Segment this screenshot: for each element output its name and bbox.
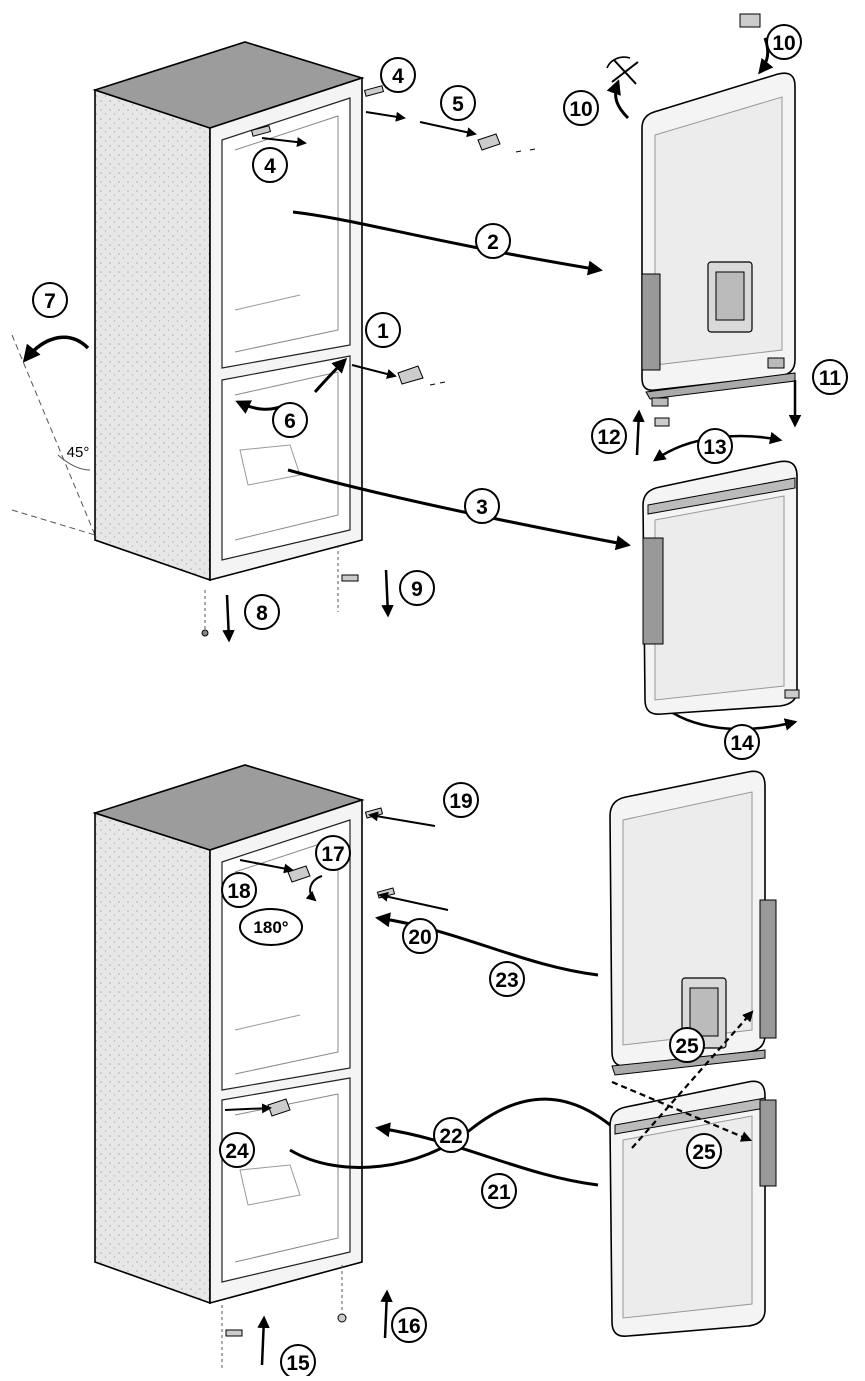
step-6-label: 6 — [284, 410, 296, 433]
lower-door-removed — [642, 460, 800, 716]
step-21-label: 21 — [487, 1181, 511, 1204]
step-18-label: 18 — [227, 880, 251, 903]
step-25a-label: 25 — [675, 1035, 699, 1058]
step-17-label: 17 — [321, 843, 344, 866]
step-9-label: 9 — [411, 578, 423, 601]
step-4b-label: 4 — [264, 155, 276, 178]
step-19-label: 19 — [449, 790, 472, 813]
step-3-label: 3 — [476, 496, 488, 519]
step-24-label: 24 — [225, 1140, 249, 1163]
step-1-label: 1 — [377, 320, 389, 343]
step-badges — [32, 24, 848, 1380]
angle-label: 45° — [67, 444, 90, 461]
step-7-label: 7 — [44, 290, 56, 313]
step-16-label: 16 — [397, 1315, 420, 1338]
step-13-label: 13 — [703, 436, 726, 459]
step-15-label: 15 — [286, 1352, 310, 1375]
rotation-label: 180° — [253, 918, 288, 937]
step-10b-label: 10 — [772, 32, 795, 55]
lower-door-reinstall — [609, 1080, 777, 1338]
arrows-bottom-right — [611, 1010, 754, 1149]
step-labels: 1 2 3 4 4 5 6 7 8 9 10 10 11 12 13 14 15… — [44, 32, 841, 1375]
upper-door-reinstall — [609, 770, 777, 1076]
arrows-top — [22, 111, 631, 643]
step-11-label: 11 — [819, 367, 842, 390]
step-4a-label: 4 — [392, 65, 404, 88]
fridge-body-top — [11, 41, 536, 637]
step-8-label: 8 — [256, 602, 268, 625]
step-23-label: 23 — [495, 969, 518, 992]
step-20-label: 20 — [408, 926, 431, 949]
step-12-label: 12 — [597, 426, 620, 449]
step-10a-label: 10 — [569, 98, 592, 121]
step-2-label: 2 — [487, 231, 499, 254]
step-25b-label: 25 — [692, 1141, 716, 1164]
step-14-label: 14 — [730, 732, 754, 755]
step-22-label: 22 — [439, 1125, 462, 1148]
upper-door-removed — [606, 13, 796, 427]
step-5-label: 5 — [452, 93, 464, 116]
